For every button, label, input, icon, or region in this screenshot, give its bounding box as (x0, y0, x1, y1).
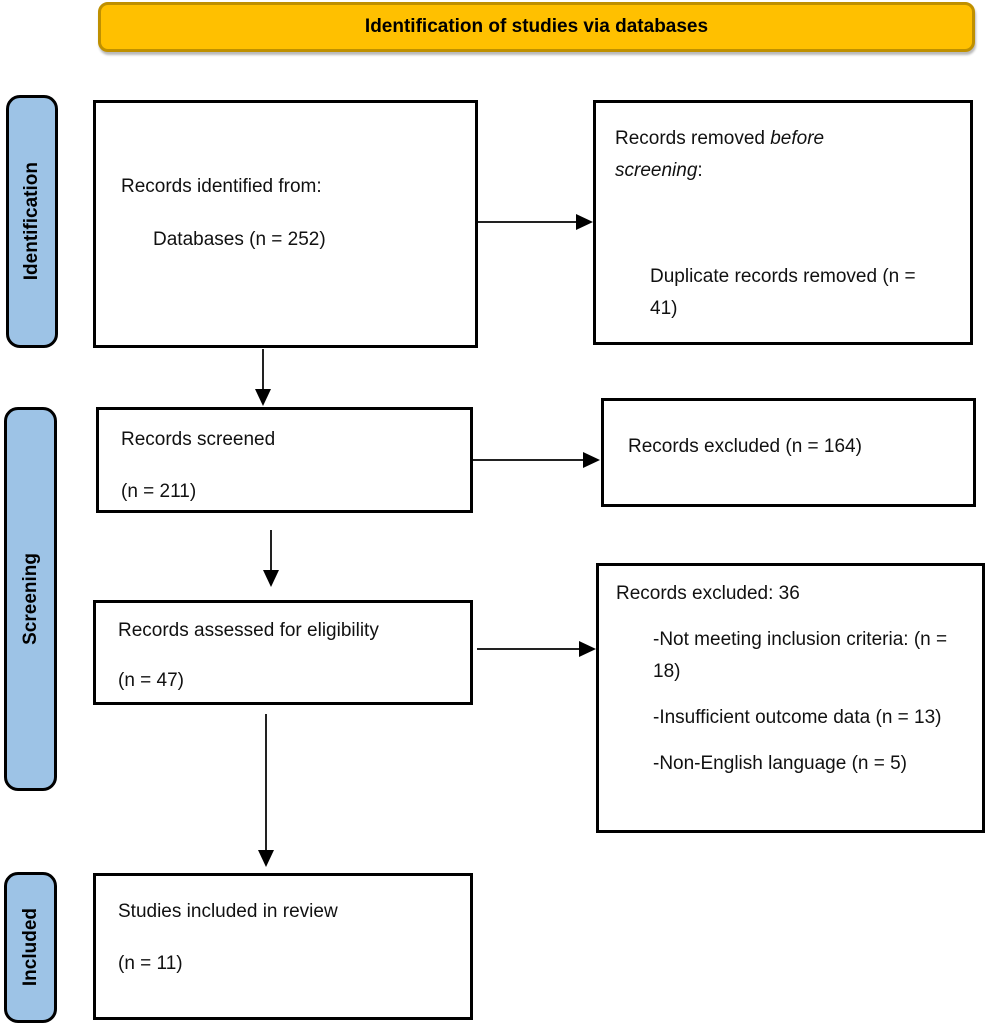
exclusion-reason-item: -Insufficient outcome data (n = 13) (653, 707, 942, 728)
box-records-screened: Records screened (n = 211) (96, 407, 473, 513)
stage-label-included-text: Included (19, 908, 41, 987)
arrow-line (262, 349, 264, 391)
records-removed-title-pre: Records removed (615, 128, 771, 149)
arrow-line (270, 530, 272, 572)
box-records-assessed: Records assessed for eligibility (n = 47… (93, 600, 473, 705)
arrow-line (478, 221, 578, 223)
arrow-line (265, 714, 267, 852)
arrow-head-down-icon (255, 389, 271, 406)
studies-included-title: Studies included in review (118, 901, 338, 922)
stage-label-screening-text: Screening (19, 553, 41, 645)
records-screened-count: (n = 211) (121, 481, 197, 502)
records-assessed-count: (n = 47) (118, 670, 185, 691)
duplicates-removed-count: Duplicate records removed (n = 41) (650, 266, 916, 319)
arrow-line (473, 459, 585, 461)
records-identified-title: Records identified from: (121, 176, 322, 197)
box-records-excluded-screening: Records excluded (n = 164) (601, 398, 976, 507)
arrow-head-right-icon (583, 452, 600, 468)
box-studies-included: Studies included in review (n = 11) (93, 873, 473, 1020)
records-removed-title-post: : (697, 160, 703, 181)
arrow-head-down-icon (263, 570, 279, 587)
records-assessed-title: Records assessed for eligibility (118, 620, 379, 641)
stage-label-screening: Screening (4, 407, 57, 791)
box-records-excluded-eligibility: Records excluded: 36 -Not meeting inclus… (596, 563, 985, 833)
exclusion-reason-item: -Not meeting inclusion criteria: (n = 18… (653, 629, 948, 682)
arrow-head-right-icon (576, 214, 593, 230)
stage-label-included: Included (4, 872, 57, 1023)
stage-label-identification: Identification (6, 95, 58, 348)
arrow-line (477, 648, 581, 650)
records-removed-title-italic: before screening (615, 128, 825, 181)
arrow-head-right-icon (579, 641, 596, 657)
records-identified-count: Databases (n = 252) (153, 229, 326, 250)
records-excluded-screening-text: Records excluded (n = 164) (628, 436, 862, 457)
records-removed-title: Records removed before screening: (615, 123, 865, 187)
arrow-head-down-icon (258, 850, 274, 867)
records-screened-title: Records screened (121, 429, 276, 450)
banner: Identification of studies via databases (98, 2, 975, 52)
box-records-removed: Records removed before screening: Duplic… (593, 100, 973, 345)
studies-included-count: (n = 11) (118, 953, 183, 974)
stage-label-identification-text: Identification (21, 162, 42, 281)
exclusion-reason-item: -Non-English language (n = 5) (653, 753, 908, 774)
banner-title: Identification of studies via databases (364, 16, 709, 37)
box-records-identified: Records identified from: Databases (n = … (93, 100, 478, 348)
records-excluded-eligibility-title: Records excluded: 36 (616, 583, 800, 604)
